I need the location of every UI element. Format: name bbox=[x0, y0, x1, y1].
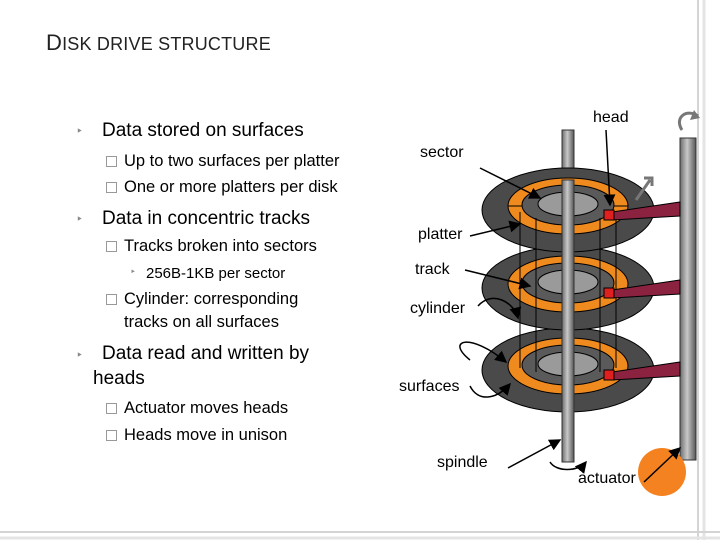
actuator-column bbox=[679, 137, 697, 461]
head-move-arrow-icon bbox=[634, 176, 654, 201]
sub-bullet-marker bbox=[106, 182, 117, 193]
pointer-platter bbox=[469, 220, 522, 237]
head-arm-bottom bbox=[603, 361, 681, 381]
bullet-cylinder-line2: tracks on all surfaces bbox=[124, 313, 279, 331]
head-arm-top bbox=[603, 201, 681, 221]
label-platter: platter bbox=[418, 226, 463, 243]
pointer-cylinder bbox=[477, 297, 522, 320]
head-arm-middle bbox=[603, 279, 681, 299]
sub-bullet-marker bbox=[106, 241, 117, 252]
sub-bullet-marker bbox=[106, 294, 117, 305]
spindle-rod-front bbox=[561, 179, 575, 463]
bullet-marker: ‣ bbox=[76, 212, 84, 226]
pointer-actuator bbox=[643, 446, 682, 483]
pointer-head bbox=[603, 129, 616, 207]
slide-title: DISK DRIVE STRUCTURE bbox=[46, 30, 271, 56]
title-first-letter: D bbox=[46, 30, 63, 55]
slide-frame-bottom bbox=[0, 528, 720, 540]
title-rest: ISK DRIVE STRUCTURE bbox=[62, 34, 271, 54]
pointer-spindle bbox=[507, 439, 562, 469]
sub-bullet-marker bbox=[106, 403, 117, 414]
actuator-pivot bbox=[638, 448, 686, 496]
bullet-heads-unison: Heads move in unison bbox=[124, 426, 288, 444]
label-head: head bbox=[593, 109, 629, 126]
bullet-sectors: Tracks broken into sectors bbox=[124, 237, 317, 255]
bullet-heads-line2: heads bbox=[93, 368, 145, 389]
bullet-one-or-more: One or more platters per disk bbox=[124, 178, 338, 196]
label-actuator: actuator bbox=[578, 470, 636, 487]
label-spindle: spindle bbox=[437, 454, 488, 471]
pointer-track bbox=[464, 269, 532, 290]
sub-bullet-marker bbox=[106, 430, 117, 441]
bullet-tracks: Data in concentric tracks bbox=[102, 208, 311, 229]
label-cylinder: cylinder bbox=[410, 300, 466, 317]
label-track: track bbox=[415, 261, 450, 278]
bullet-actuator-moves: Actuator moves heads bbox=[124, 399, 289, 417]
slide-frame-right bbox=[696, 0, 720, 540]
bullet-marker: ‣ bbox=[76, 124, 84, 138]
bullet-up-to-two: Up to two surfaces per platter bbox=[124, 152, 340, 170]
bullet-sector-size: 256B-1KB per sector bbox=[146, 265, 286, 282]
label-sector: sector bbox=[420, 144, 464, 161]
pointer-sector bbox=[479, 167, 542, 199]
label-surfaces: surfaces bbox=[399, 378, 460, 395]
bullet-marker: ‣ bbox=[76, 348, 84, 362]
sub-bullet-marker bbox=[106, 156, 117, 167]
sub-sub-bullet-marker: ‣ bbox=[130, 267, 136, 278]
bullet-surfaces: Data stored on surfaces bbox=[102, 120, 304, 141]
bullet-heads-line1: Data read and written by bbox=[102, 343, 310, 364]
pointer-surfaces bbox=[459, 341, 508, 363]
bullet-cylinder-line1: Cylinder: corresponding bbox=[124, 290, 299, 308]
spindle-rotation-icon bbox=[549, 460, 587, 474]
